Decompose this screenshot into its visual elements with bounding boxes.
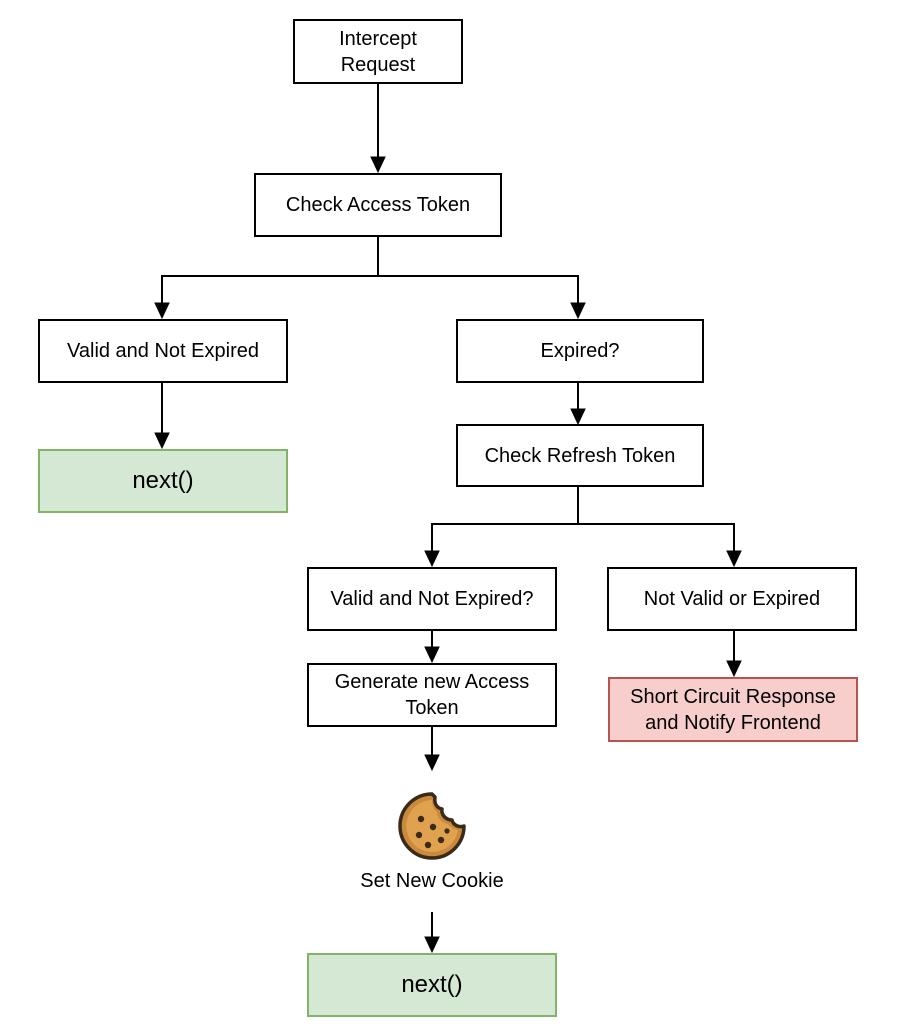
arrow-check-access-split (154, 236, 586, 320)
next-bottom-node: next() (307, 953, 557, 1017)
arrow-expired-to-check-refresh (570, 382, 586, 426)
arrow-cookie-to-next (424, 912, 440, 954)
check-access-token-label: Check Access Token (285, 194, 471, 216)
next-bottom-label: next() (401, 971, 463, 998)
set-new-cookie-label: Set New Cookie (360, 870, 504, 892)
arrow-generate-to-cookie (424, 726, 440, 772)
arrow-check-refresh-split (424, 486, 742, 568)
arrow-refresh-valid-to-generate (424, 630, 440, 664)
refresh-valid-label: Valid and Not Expired? (330, 588, 534, 610)
arrow-refresh-invalid-to-short-circuit (726, 630, 742, 678)
arrow-intercept-to-check-access (370, 83, 386, 174)
generate-access-token-node: Generate new Access Token (307, 663, 557, 727)
generate-access-token-label: Generate new Access Token (334, 671, 530, 719)
refresh-valid-node: Valid and Not Expired? (307, 567, 557, 631)
refresh-invalid-node: Not Valid or Expired (607, 567, 857, 631)
expired-node: Expired? (456, 319, 704, 383)
arrow-valid-to-next (154, 382, 170, 450)
check-refresh-token-label: Check Refresh Token (484, 444, 676, 467)
check-access-token-node: Check Access Token (254, 173, 502, 237)
intercept-request-node: Intercept Request (293, 19, 463, 84)
next-left-label: next() (132, 467, 194, 494)
short-circuit-label: Short Circuit Response and Notify Fronte… (630, 685, 836, 734)
expired-label: Expired? (540, 340, 620, 362)
next-left-node: next() (38, 449, 288, 513)
check-refresh-token-node: Check Refresh Token (456, 424, 704, 487)
refresh-invalid-label: Not Valid or Expired (643, 588, 821, 610)
valid-not-expired-node: Valid and Not Expired (38, 319, 288, 383)
intercept-request-label: Intercept Request (339, 27, 417, 76)
valid-not-expired-label: Valid and Not Expired (67, 340, 259, 362)
cookie-icon (398, 792, 466, 860)
short-circuit-node: Short Circuit Response and Notify Fronte… (608, 677, 858, 742)
